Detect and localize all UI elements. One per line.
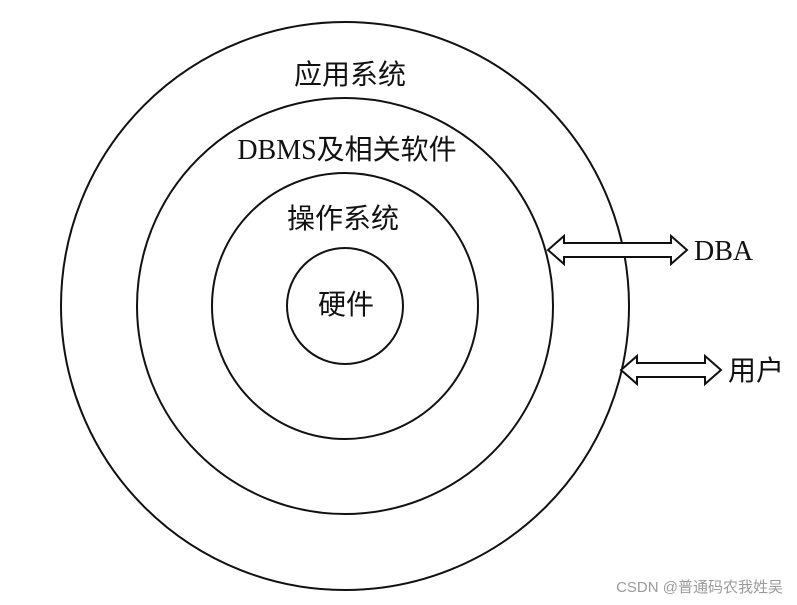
watermark-text: CSDN @普通码农我姓吴 [616,579,783,596]
double-arrow-dba-icon [546,233,689,267]
arrow-label-dba: DBA [694,236,754,267]
layer-label-application: 应用系统 [294,58,406,91]
double-arrow-user-icon [619,353,723,387]
layer-label-hardware: 硬件 [318,288,374,321]
layer-label-dbms: DBMS及相关软件 [237,134,456,166]
layer-label-os: 操作系统 [287,202,399,235]
circle-hardware-layer [286,247,404,365]
circle-os-layer [211,172,479,440]
arrow-label-user: 用户 [728,354,784,387]
circle-application-layer [60,21,630,591]
circle-dbms-layer [136,97,554,515]
